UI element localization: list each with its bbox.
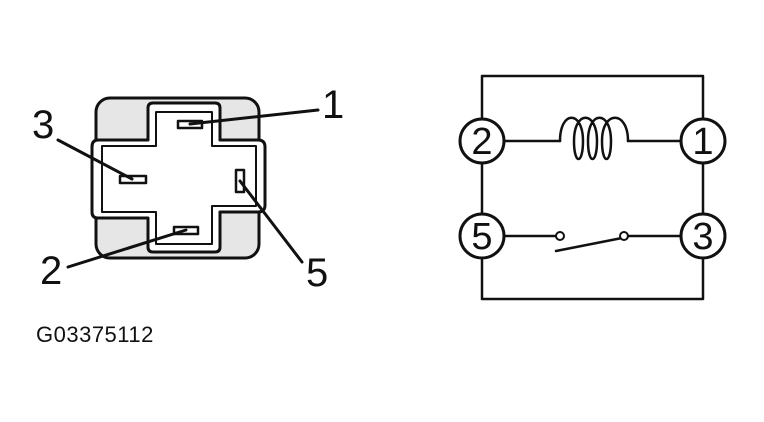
outer-wire-top bbox=[480, 74, 705, 122]
outer-wire-bottom bbox=[480, 256, 705, 301]
terminal-1-label: 1 bbox=[692, 121, 713, 163]
connector-cavity-outline bbox=[90, 101, 267, 254]
contact-point-left bbox=[555, 231, 565, 241]
terminal-2-label: 2 bbox=[471, 121, 492, 163]
leader-2 bbox=[66, 228, 188, 269]
leader-5 bbox=[238, 179, 304, 264]
connector-cavity-inner bbox=[101, 111, 257, 245]
callout-5: 5 bbox=[306, 251, 328, 295]
callout-2: 2 bbox=[40, 249, 62, 293]
callout-3: 3 bbox=[32, 103, 54, 147]
terminal-3-label: 3 bbox=[692, 216, 713, 258]
terminal-5-label: 5 bbox=[471, 216, 492, 258]
leader-3 bbox=[56, 138, 134, 181]
terminal-1-circle bbox=[679, 117, 727, 165]
terminal-3-circle bbox=[679, 212, 727, 260]
figure-id: G03375112 bbox=[36, 322, 154, 347]
terminal-2-circle bbox=[458, 117, 506, 165]
coil-symbol bbox=[558, 116, 630, 161]
leader-1 bbox=[188, 108, 320, 126]
switch-blade bbox=[554, 236, 624, 253]
relay-schematic bbox=[458, 74, 727, 301]
terminal-5-circle bbox=[458, 212, 506, 260]
callout-1: 1 bbox=[322, 83, 344, 127]
relay-connector bbox=[56, 96, 320, 269]
